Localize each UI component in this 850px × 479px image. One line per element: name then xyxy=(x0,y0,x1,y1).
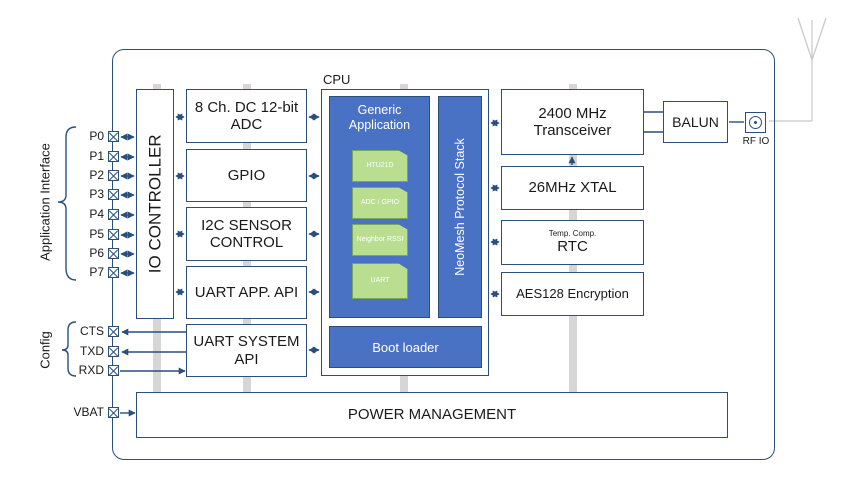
pin-p5 xyxy=(108,229,119,240)
pin-label-p6: P6 xyxy=(89,246,104,260)
pin-label-rxd: RXD xyxy=(78,363,104,377)
balun-block: BALUN xyxy=(663,101,728,143)
chip-uart: UART xyxy=(352,263,408,299)
chip-neighbor-rssi: Neighbor RSSI xyxy=(352,224,408,256)
adc-block: 8 Ch. DC 12-bit ADC xyxy=(186,89,307,143)
pin-p4 xyxy=(108,209,119,220)
pin-label-p7: P7 xyxy=(89,265,104,279)
protocol-stack-block: NeoMesh Protocol Stack xyxy=(438,96,482,318)
bootloader-block: Boot loader xyxy=(329,326,482,368)
gpio-block: GPIO xyxy=(186,149,307,202)
pin-p7 xyxy=(108,267,119,278)
generic-application-label: Generic Application xyxy=(348,103,411,132)
io-controller: IO CONTROLLER xyxy=(136,89,174,319)
pin-label-p3: P3 xyxy=(89,187,104,201)
i2c-block: I2C SENSOR CONTROL xyxy=(186,207,307,261)
pin-label-p4: P4 xyxy=(89,207,104,221)
pin-label-txd: TXD xyxy=(80,344,104,358)
pin-p0 xyxy=(108,131,119,142)
rtc-label: RTC xyxy=(557,238,588,256)
pin-p1 xyxy=(108,151,119,162)
pin-p3 xyxy=(108,189,119,200)
rtc-sublabel: Temp. Comp. xyxy=(548,229,597,239)
pin-label-vbat: VBAT xyxy=(73,405,104,419)
pin-label-p2: P2 xyxy=(89,168,104,182)
pin-txd xyxy=(108,346,119,357)
pin-label-p5: P5 xyxy=(89,227,104,241)
uart-app-block: UART APP. API xyxy=(186,266,307,319)
cpu-label: CPU xyxy=(323,72,351,87)
xtal-block: 26MHz XTAL xyxy=(501,166,644,210)
pin-p6 xyxy=(108,248,119,259)
aes-block: AES128 Encryption xyxy=(501,272,644,316)
pin-vbat xyxy=(108,407,119,418)
power-management-block: POWER MANAGEMENT xyxy=(136,392,728,438)
uart-system-block: UART SYSTEM API xyxy=(186,324,307,377)
rf-io-connector xyxy=(745,112,766,133)
pin-rxd xyxy=(108,365,119,376)
transceiver-block: 2400 MHz Transceiver xyxy=(501,89,644,155)
pin-p2 xyxy=(108,170,119,181)
rtc-block: Temp. Comp. RTC xyxy=(501,220,644,265)
pin-label-p1: P1 xyxy=(89,149,104,163)
pin-label-p0: P0 xyxy=(89,129,104,143)
chip-htu21d: HTU21D xyxy=(352,150,408,182)
pin-cts xyxy=(108,326,119,337)
chip-adc-gpio: ADC / GPIO xyxy=(352,187,408,219)
pin-label-cts: CTS xyxy=(80,324,104,338)
rf-io-label: RF IO xyxy=(742,136,770,147)
